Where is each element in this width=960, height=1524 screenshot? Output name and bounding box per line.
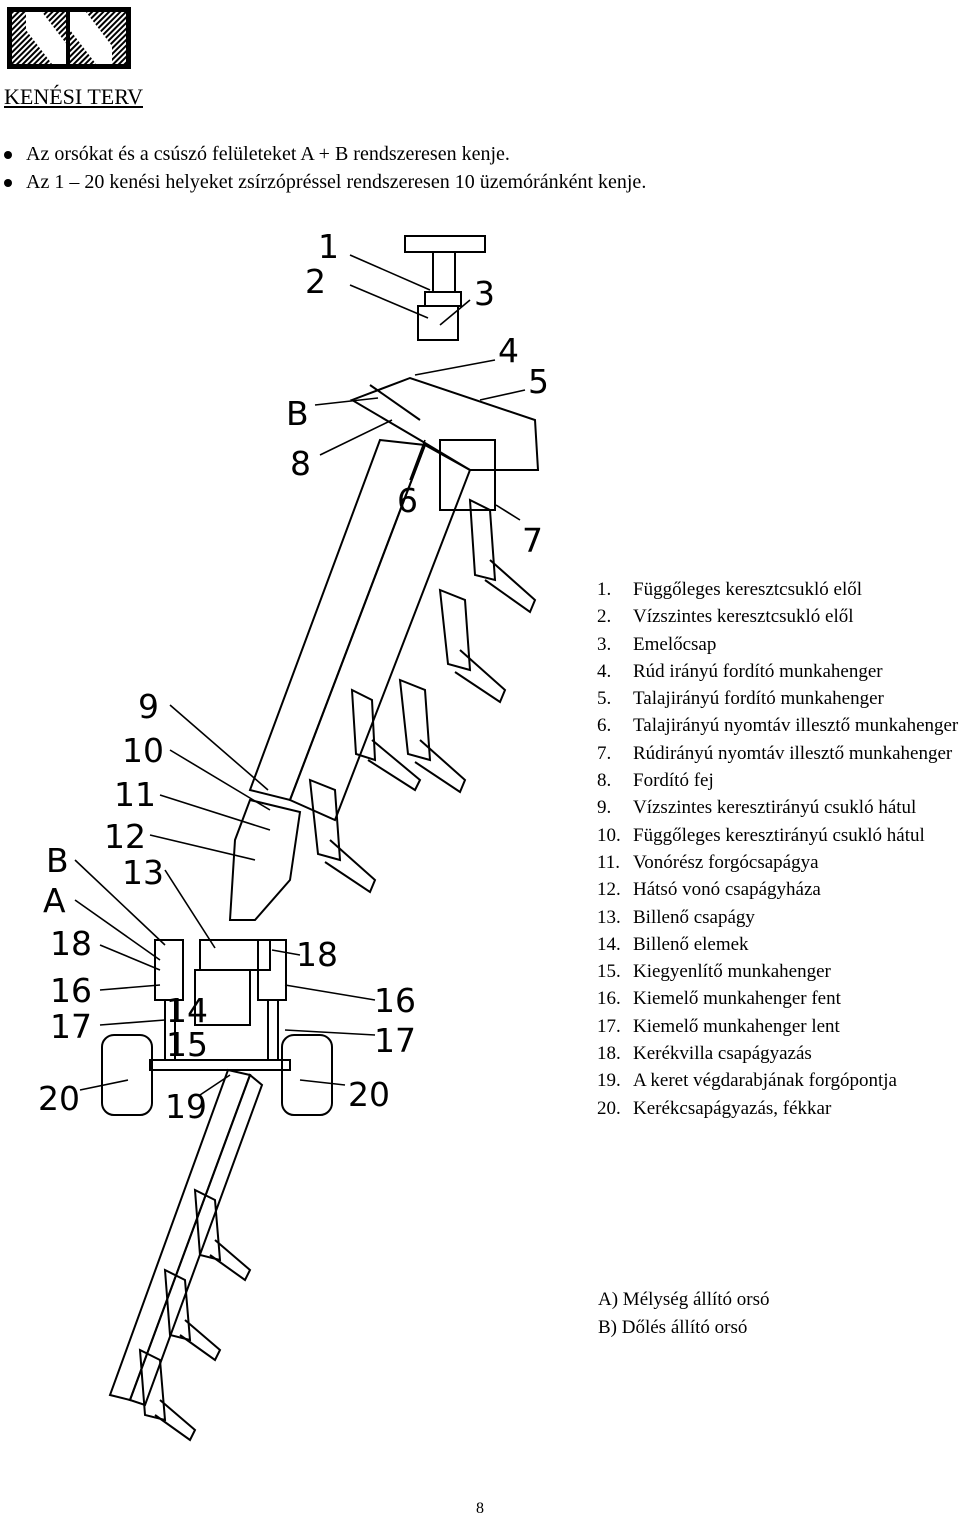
legend-item: 13.Billenő csapágy: [597, 906, 755, 928]
diagram-label: 4: [498, 331, 519, 370]
legend-item: 4.Rúd irányú fordító munkahenger: [597, 660, 883, 682]
diagram-label: 13: [122, 853, 164, 892]
diagram-label: 8: [290, 444, 311, 483]
diagram-label: 6: [397, 481, 418, 520]
spindle-notes: A) Mélység állító orsó B) Dőlés állító o…: [598, 1286, 770, 1342]
diagram-label: 19: [165, 1087, 207, 1126]
diagram-label: 16: [50, 971, 92, 1010]
diagram-label: 14: [166, 991, 208, 1030]
legend-item: 17.Kiemelő munkahenger lent: [597, 1015, 840, 1037]
diagram-label: 3: [474, 274, 495, 313]
legend-item: 7.Rúdirányú nyomtáv illesztő munkahenger: [597, 742, 953, 764]
legend-item: 8.Fordító fej: [597, 770, 714, 792]
bullet-icon: [4, 151, 12, 159]
legend-item: 11.Vonórész forgócsapágya: [597, 851, 819, 873]
instruction-list: Az orsókat és a csúszó felületeket A + B…: [0, 140, 646, 196]
bullet-icon: [4, 179, 12, 187]
company-logo: [7, 7, 131, 69]
diagram-label: 18: [50, 924, 92, 963]
diagram-label: 16: [374, 981, 416, 1020]
diagram-label: B: [46, 841, 69, 880]
diagram-label: 10: [122, 731, 164, 770]
diagram-label: 20: [38, 1079, 80, 1118]
diagram-label: A: [43, 881, 66, 920]
page-number: 8: [476, 1500, 484, 1517]
legend-item: 19.A keret végdarabjának forgópontja: [597, 1070, 897, 1092]
legend-item: 2.Vízszintes keresztcsukló elől: [597, 606, 854, 628]
page-title: KENÉSI TERV: [4, 84, 143, 109]
note-a: A) Mélység állító orsó: [598, 1289, 770, 1310]
note-b: B) Dőlés állító orsó: [598, 1317, 748, 1338]
diagram-label: 5: [528, 362, 549, 401]
legend-item: 15.Kiegyenlítő munkahenger: [597, 961, 831, 983]
legend-item: 10.Függőleges keresztirányú csukló hátul: [597, 824, 925, 846]
plough-lubrication-diagram: 1 2 3 4 5 B 8 6 7 9 10 11 12 B 13 A 18 1…: [38, 227, 549, 1442]
legend-item: 5.Talajirányú fordító munkahenger: [597, 688, 884, 710]
diagram-label: 7: [522, 521, 543, 560]
legend-item: 18.Kerékvilla csapágyazás: [597, 1043, 812, 1065]
diagram-label: 1: [318, 227, 339, 266]
legend-item: 3.Emelőcsap: [597, 633, 717, 655]
diagram-label: 12: [104, 817, 146, 856]
diagram-label: 9: [138, 687, 159, 726]
legend-item: 14.Billenő elemek: [597, 933, 749, 955]
diagram-label: 2: [305, 262, 326, 301]
diagram-label: B: [286, 394, 309, 433]
legend-item: 9.Vízszintes keresztirányú csukló hátul: [597, 797, 917, 819]
legend-item: 20.Kerékcsapágyazás, fékkar: [597, 1097, 832, 1119]
instruction-item: Az 1 – 20 kenési helyeket zsírzópréssel …: [0, 168, 646, 196]
diagram-label: 11: [114, 775, 156, 814]
legend-item: 12.Hátsó vonó csapágyháza: [597, 879, 821, 901]
diagram-label: 17: [374, 1021, 416, 1060]
legend-item: 16.Kiemelő munkahenger fent: [597, 988, 841, 1010]
diagram-label: 17: [50, 1007, 92, 1046]
legend-item: 1.Függőleges keresztcsukló elől: [597, 579, 863, 600]
diagram-label: 15: [166, 1025, 208, 1064]
diagram-label: 20: [348, 1075, 390, 1114]
instruction-item: Az orsókat és a csúszó felületeket A + B…: [0, 140, 646, 168]
legend-item: 6.Talajirányú nyomtáv illesztő munkaheng…: [597, 715, 959, 737]
lubrication-point-legend: 1.Függőleges keresztcsukló elől 2.Vízszi…: [597, 576, 959, 1122]
diagram-label: 18: [296, 935, 338, 974]
